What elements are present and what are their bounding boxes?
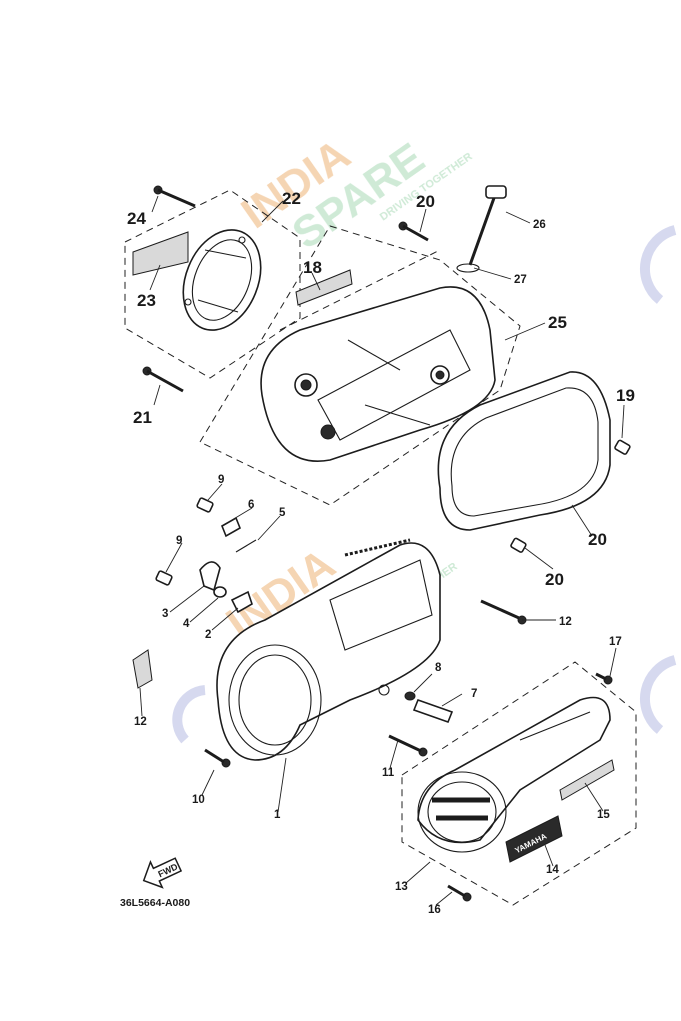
callout-4: 4	[183, 618, 190, 630]
callout-21: 20	[416, 192, 435, 211]
callout-15: 14	[546, 864, 559, 876]
callout-16: 15	[597, 809, 610, 821]
bolt-21	[398, 221, 429, 242]
callout-14: 13	[395, 881, 408, 893]
emblem-15: YAMAHA	[505, 815, 563, 863]
cover-ring-24	[182, 229, 262, 331]
callout-26: 24	[127, 209, 146, 228]
callout-20-lower: 20	[545, 570, 564, 589]
callout-7: 7	[471, 688, 477, 700]
watermark-circle-marks	[172, 225, 677, 744]
callout-17: 16	[428, 904, 441, 916]
callout-28: 26	[533, 219, 546, 231]
diagram-code: 36L5664-A080	[120, 897, 190, 909]
outer-cover-14	[417, 696, 611, 853]
screw-26	[153, 185, 196, 208]
seal-16	[559, 759, 615, 801]
callout-9-lower: 9	[176, 535, 182, 547]
callout-8: 8	[435, 662, 442, 674]
callout-19: 18	[303, 258, 322, 277]
crankcase-cover-1	[216, 538, 441, 761]
callout-6: 6	[248, 499, 254, 511]
small-parts-group	[155, 497, 257, 614]
dipstick-28	[468, 185, 507, 266]
callout-25: 23	[137, 291, 156, 310]
callout-3: 3	[162, 608, 168, 620]
o-ring-29	[456, 263, 480, 273]
callout-29: 27	[514, 274, 527, 286]
gasket-19	[295, 269, 353, 306]
callout-2: 2	[205, 629, 211, 641]
callout-13: 12	[134, 716, 147, 728]
assembly-outlines	[124, 189, 637, 906]
dowel-pin-20-upper	[614, 439, 631, 455]
callout-22: 21	[133, 408, 152, 427]
callout-27: 25	[548, 313, 567, 332]
leader-lines	[139, 195, 625, 906]
callout-9-upper: 9	[218, 474, 224, 486]
callout-labels: 24 22 23 18 20 26 27 25 21 19 20 20 9 6 …	[127, 189, 635, 916]
callout-1: 1	[274, 809, 281, 821]
screws-7-8-10-11-12	[204, 599, 527, 768]
fwd-arrow-icon: FWD	[142, 857, 183, 889]
callout-10: 10	[192, 794, 205, 806]
callout-5: 5	[279, 507, 286, 519]
callout-23: 20	[588, 530, 607, 549]
callout-24: 22	[282, 189, 301, 208]
label-plate-25	[132, 231, 189, 276]
dowel-pin-20-lower	[510, 537, 527, 553]
callout-18: 17	[609, 636, 622, 648]
gasket-23	[437, 371, 611, 531]
crankcase-cover-27	[260, 286, 496, 462]
screws-17-18	[447, 672, 613, 902]
callout-11: 11	[382, 767, 395, 779]
callout-12: 12	[559, 616, 572, 628]
callout-20-upper: 19	[616, 386, 635, 405]
bolt-22	[142, 366, 184, 393]
plug-13	[132, 649, 153, 689]
